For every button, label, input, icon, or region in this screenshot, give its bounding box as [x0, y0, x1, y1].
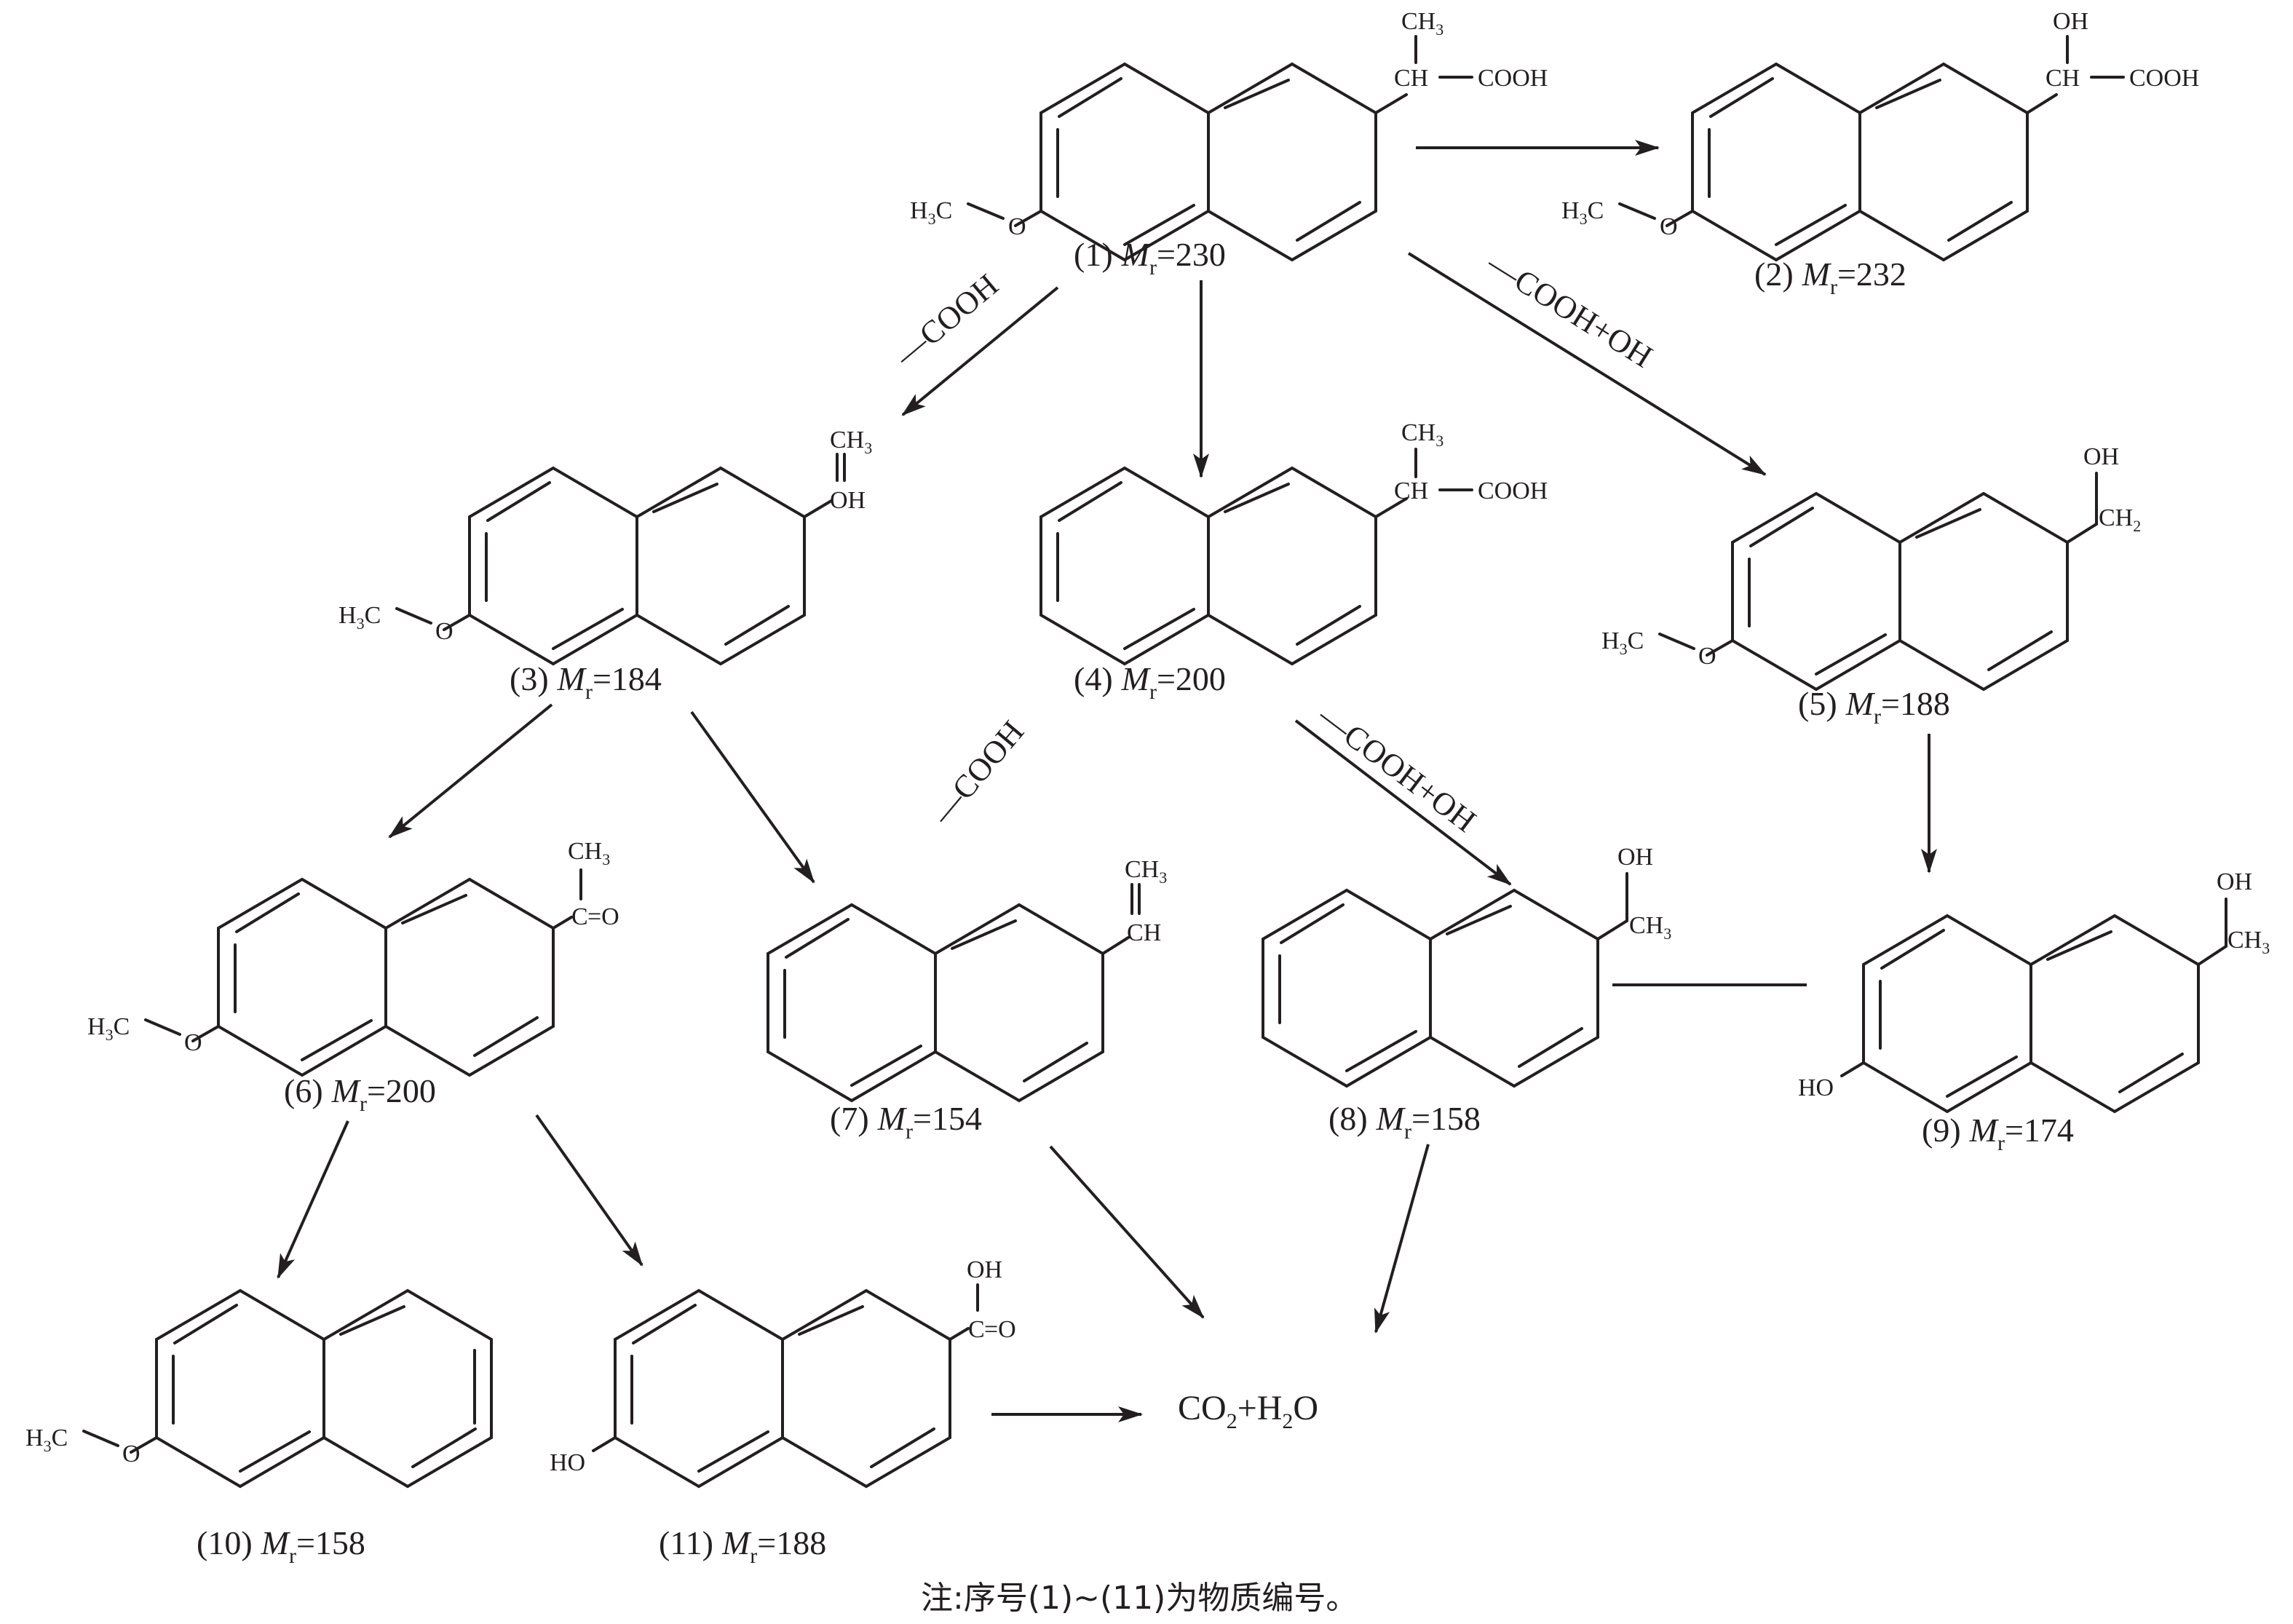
methyl-h3c: H3C — [1601, 627, 1644, 658]
compound-10: O H3C (10)Mr=158 — [25, 1288, 493, 1568]
arrow-7-to-co2 — [1049, 1145, 1205, 1319]
arrow-1-to-5 — [1407, 252, 1767, 476]
compound-7: CH CH3 (7)Mr=154 — [767, 856, 1167, 1144]
carbonyl-carbon: C — [571, 903, 588, 930]
hydroxyl-group: OH — [830, 487, 866, 514]
hydroxyl-group: OH — [967, 1256, 1002, 1283]
compound-1: O H3C CH CH3 COOH (1)Mr=230 — [910, 8, 1548, 280]
compound-8: CH3 OH (8)Mr=158 — [1262, 844, 1671, 1144]
oxygen-atom: O — [435, 618, 454, 645]
compound-11: HO C =O OH (11)Mr=188 — [550, 1256, 1016, 1568]
arrow-6-to-10 — [277, 1120, 349, 1279]
final-product-co2-h2o: CO2+H2O — [1178, 1389, 1318, 1433]
methyl-ch3: CH3 — [1629, 912, 1671, 943]
oxygen-atom: O — [1008, 213, 1026, 240]
hydroxyl-group: OH — [2217, 868, 2252, 895]
methyl-h3c: H3C — [910, 197, 952, 228]
arrow-3-to-7 — [690, 710, 815, 884]
oxygen-atom: O — [1660, 213, 1678, 240]
arrow-3-to-6 — [388, 703, 553, 839]
carboxyl-group: COOH — [1478, 478, 1548, 504]
label-remove-cooh-add-oh-2: —COOH+OH — [1311, 697, 1483, 839]
carboxyl-carbon: C — [968, 1316, 985, 1343]
methyl-ch3: CH3 — [568, 838, 610, 868]
compound-10-caption: (10)Mr=158 — [197, 1524, 365, 1568]
compound-9-caption: (9)Mr=174 — [1922, 1112, 2074, 1155]
hydroxyl-group: OH — [2053, 8, 2088, 35]
ch-group: CH — [1127, 919, 1161, 946]
compound-11-caption: (11)Mr=188 — [659, 1524, 826, 1568]
oxygen-atom: O — [122, 1441, 140, 1467]
compound-3-caption: (3)Mr=184 — [510, 660, 662, 704]
methyl-ch3: CH3 — [1125, 856, 1167, 887]
compound-9: HO CH3 OH (9)Mr=174 — [1798, 868, 2270, 1155]
compound-3: O H3C OH CH3 (3)Mr=184 — [338, 427, 872, 704]
compound-5: O H3C CH2 OH (5)Mr=188 — [1601, 443, 2141, 729]
ch-group: CH — [1394, 478, 1428, 504]
methyl-h3c: H3C — [87, 1013, 130, 1044]
methyl-ch3: CH3 — [1401, 419, 1443, 450]
footnote: 注:序号(1)~(11)为物质编号。 — [921, 1580, 1358, 1617]
ch-group: CH — [2046, 65, 2080, 92]
methyl-ch3: CH3 — [2227, 927, 2270, 957]
compound-6: O H3C C =O CH3 (6)Mr=200 — [87, 838, 619, 1116]
compound-4: CH CH3 COOH (4)Mr=200 — [1039, 419, 1548, 704]
compound-2-caption: (2)Mr=232 — [1754, 256, 1906, 299]
reaction-arrows — [277, 140, 1937, 1422]
arrow-1-to-3 — [901, 286, 1059, 416]
methyl-ch3: CH3 — [1401, 8, 1443, 39]
methyl-ch3: CH3 — [830, 427, 872, 457]
carbonyl-oxygen: =O — [587, 903, 619, 930]
carboxyl-group: COOH — [1478, 65, 1548, 92]
label-remove-cooh-1: —COOH — [887, 267, 1005, 374]
ch2-group: CH2 — [2099, 504, 2141, 535]
carboxyl-group: COOH — [2129, 65, 2199, 92]
hydroxyl-group: OH — [1617, 844, 1653, 871]
label-remove-cooh-add-oh-1: —COOH+OH — [1481, 245, 1659, 374]
compound-4-caption: (4)Mr=200 — [1074, 660, 1226, 704]
arrow-6-to-11 — [535, 1114, 643, 1267]
arrow-8-to-co2 — [1374, 1144, 1430, 1334]
compound-8-caption: (8)Mr=158 — [1328, 1100, 1481, 1144]
label-remove-cooh-2: —COOH — [924, 714, 1031, 831]
hydroxyl-group: HO — [550, 1449, 585, 1476]
methyl-h3c: H3C — [25, 1425, 68, 1455]
arrow-4-to-8 — [1294, 719, 1512, 886]
compound-7-caption: (7)Mr=154 — [830, 1100, 982, 1144]
oxygen-atom: O — [184, 1029, 202, 1056]
hydroxyl-group: HO — [1798, 1074, 1834, 1101]
methyl-h3c: H3C — [1561, 197, 1604, 228]
ch-group: CH — [1394, 65, 1428, 92]
carbonyl-oxygen: =O — [984, 1316, 1016, 1343]
compound-2: O H3C CH OH COOH (2)Mr=232 — [1561, 8, 2199, 299]
hydroxyl-group: OH — [2083, 443, 2119, 470]
compound-5-caption: (5)Mr=188 — [1798, 685, 1950, 729]
compound-1-caption: (1)Mr=230 — [1074, 236, 1226, 280]
methyl-h3c: H3C — [338, 602, 381, 633]
compound-6-caption: (6)Mr=200 — [284, 1072, 436, 1116]
oxygen-atom: O — [1698, 643, 1716, 670]
